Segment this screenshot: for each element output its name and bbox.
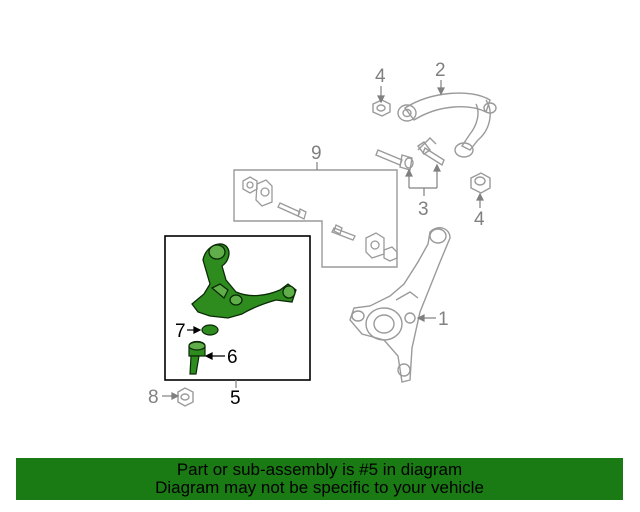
callout-6: 6: [227, 347, 238, 368]
bolts-part[interactable]: [375, 137, 445, 171]
leader-lines: [162, 80, 484, 400]
lower-control-arm-box: [164, 235, 311, 381]
callout-1: 1: [438, 309, 449, 330]
callout-4-right: 4: [474, 209, 485, 230]
callout-2: 2: [435, 60, 446, 81]
banner-line-1: Part or sub-assembly is #5 in diagram: [176, 460, 463, 479]
parts-diagram: 4 2 9 3 4 1 7 6 5 8: [148, 60, 497, 409]
lower-control-arm-part[interactable]: [191, 243, 297, 319]
banner-line-2: Diagram may not be specific to your vehi…: [155, 478, 484, 497]
callout-5: 5: [230, 388, 241, 409]
callout-8: 8: [148, 387, 159, 408]
nut-part-bottom[interactable]: [177, 387, 194, 407]
leader-lines-dark: [187, 326, 225, 360]
upper-control-arm-part[interactable]: [397, 92, 497, 158]
info-banner: Part or sub-assembly is #5 in diagram Di…: [16, 458, 623, 500]
bushing-kit-parts[interactable]: [242, 176, 398, 262]
callout-7: 7: [175, 321, 186, 342]
nut-part-top[interactable]: [372, 99, 391, 117]
ball-joint-part[interactable]: [188, 340, 206, 375]
callout-4-top: 4: [375, 66, 386, 87]
steering-knuckle-part[interactable]: [349, 227, 451, 383]
retaining-clip-part[interactable]: [201, 324, 219, 336]
bushing-kit-outline: [233, 169, 398, 268]
nut-part-right[interactable]: [470, 172, 491, 194]
callout-3: 3: [418, 199, 429, 220]
callout-9: 9: [311, 143, 322, 164]
